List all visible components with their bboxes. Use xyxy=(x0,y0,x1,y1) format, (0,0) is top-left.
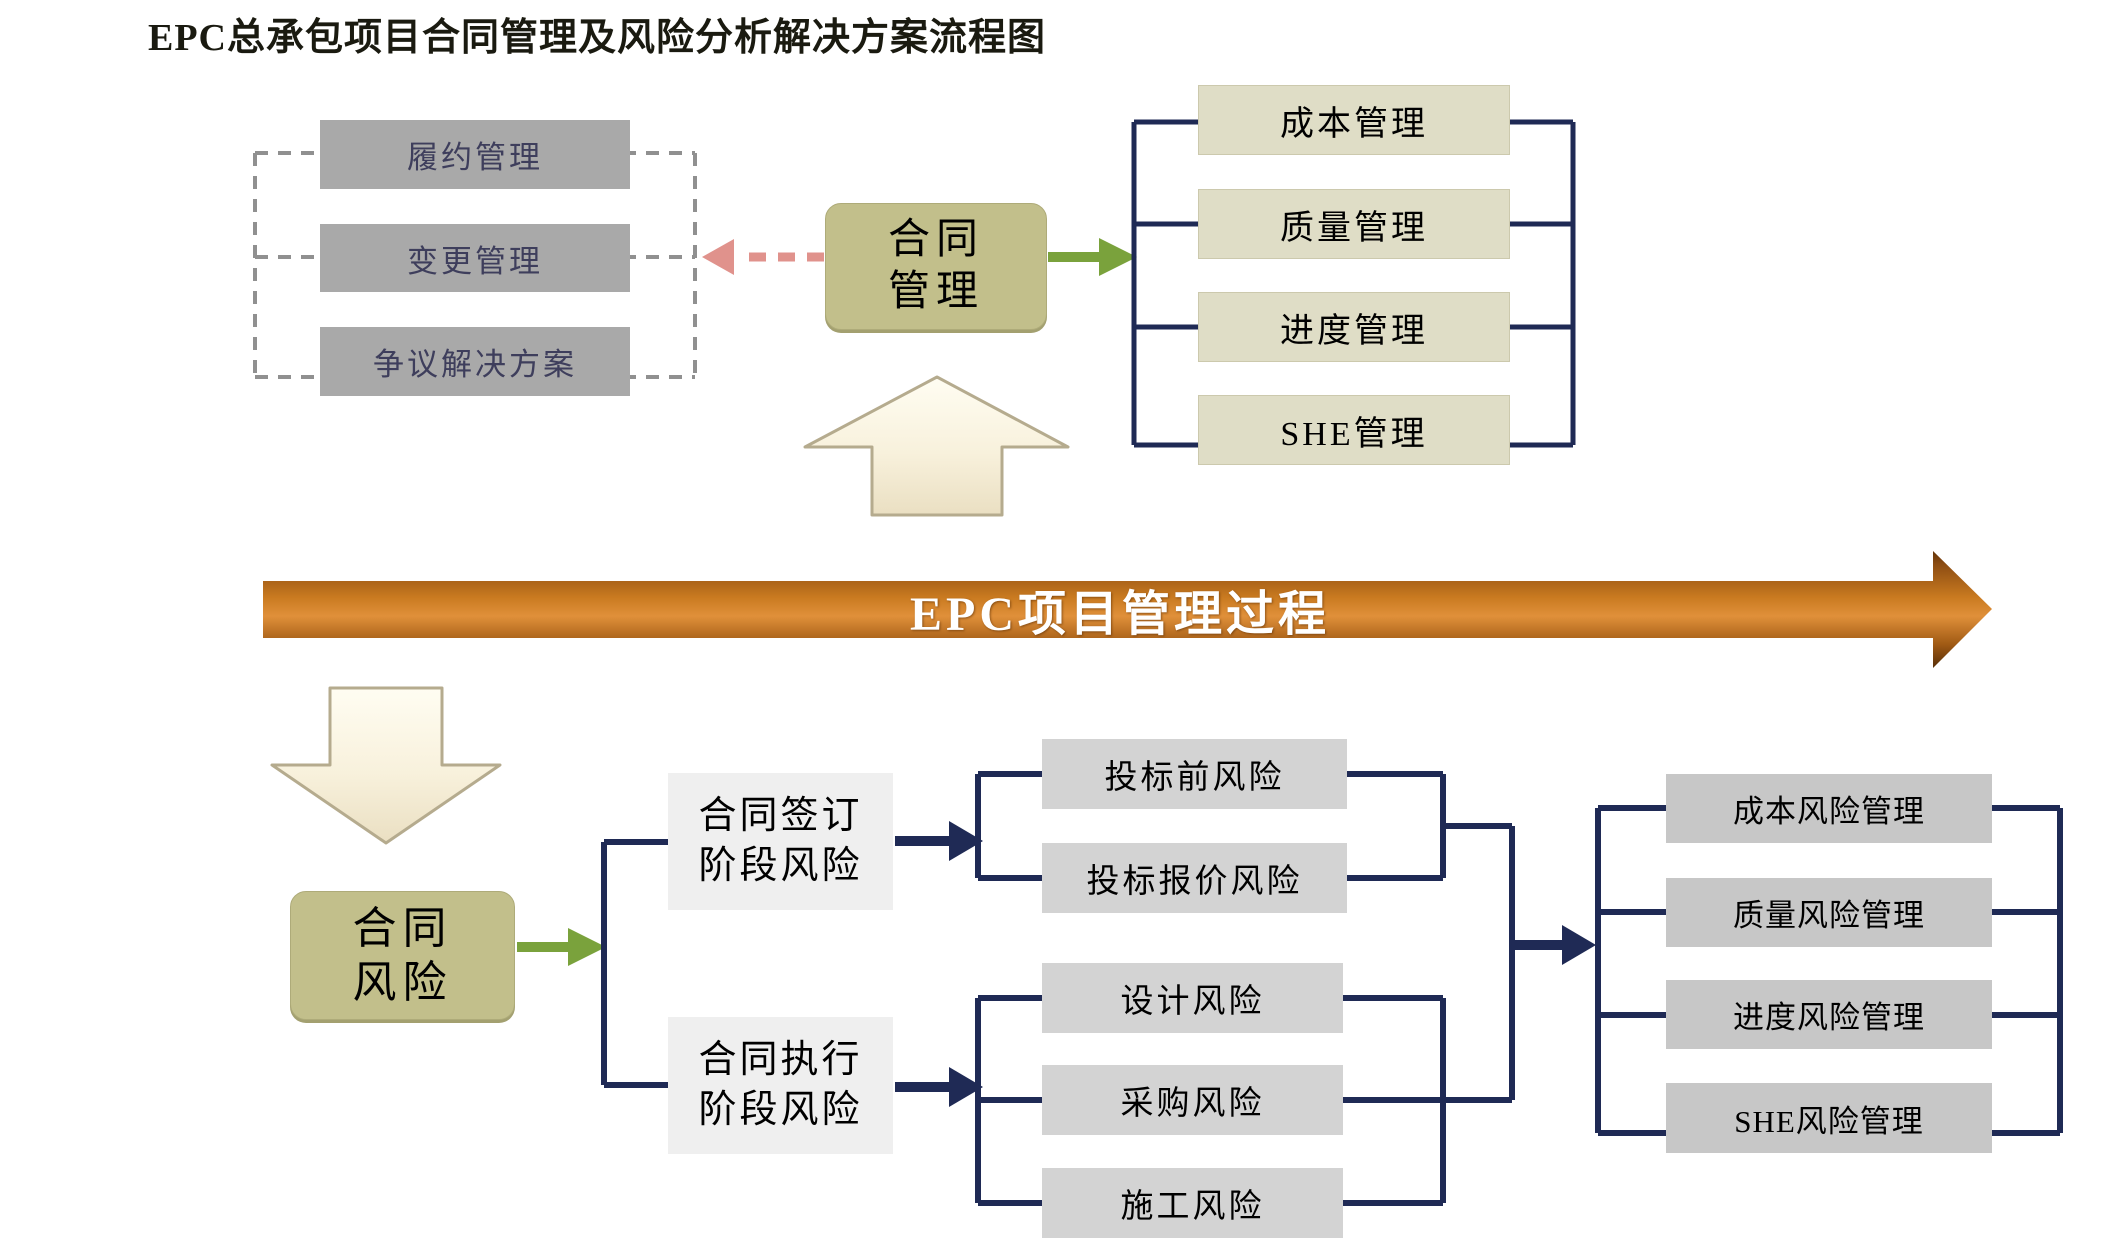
stage-execution-line2: 阶段风险 xyxy=(698,1088,863,1131)
box-she-management: SHE管理 xyxy=(1198,395,1510,465)
navy-bracket-riskmgmt-right xyxy=(1992,805,2063,1136)
box-design-risk: 设计风险 xyxy=(1042,963,1343,1033)
box-construction-risk: 施工风险 xyxy=(1042,1168,1343,1238)
navy-bracket-signing xyxy=(975,771,1512,881)
box-cost-management: 成本管理 xyxy=(1198,85,1510,155)
box-quality-management: 质量管理 xyxy=(1198,189,1510,259)
hub-contract-risk-line2: 风险 xyxy=(352,957,453,1007)
box-prebid-risk: 投标前风险 xyxy=(1042,739,1347,809)
down-arrow-icon xyxy=(270,686,502,845)
navy-arrow-signing-icon xyxy=(895,821,983,861)
box-dispute-resolution: 争议解决方案 xyxy=(320,327,630,396)
process-arrow-label: EPC项目管理过程 xyxy=(909,588,1330,641)
stage-execution-line1: 合同执行 xyxy=(698,1039,863,1082)
box-quality-risk-management: 质量风险管理 xyxy=(1666,878,1992,947)
page-title: EPC总承包项目合同管理及风险分析解决方案流程图 xyxy=(148,17,1047,59)
process-arrow-icon xyxy=(263,551,1992,668)
navy-arrow-riskmgmt-icon xyxy=(1512,925,1596,965)
box-procurement-risk: 采购风险 xyxy=(1042,1065,1343,1135)
navy-bracket-riskmgmt-left xyxy=(1595,805,1666,1136)
navy-bracket-top-left xyxy=(1131,119,1198,448)
navy-arrow-execution-icon xyxy=(895,1067,983,1107)
box-contract-execution-stage-risk: 合同执行 阶段风险 xyxy=(668,1017,893,1154)
box-bid-pricing-risk: 投标报价风险 xyxy=(1042,843,1347,913)
box-she-risk-management: SHE风险管理 xyxy=(1666,1083,1992,1153)
stage-signing-line1: 合同签订 xyxy=(698,795,863,838)
hub-contract-management-line1: 合同 xyxy=(887,217,984,264)
hub-contract-management: 合同 管理 xyxy=(825,203,1047,330)
navy-bracket-stages xyxy=(601,839,668,1088)
hub-contract-risk: 合同 风险 xyxy=(290,891,515,1020)
stage-signing-line2: 阶段风险 xyxy=(698,844,863,887)
hub-contract-management-line2: 管理 xyxy=(887,268,984,315)
box-schedule-risk-management: 进度风险管理 xyxy=(1666,980,1992,1049)
box-cost-risk-management: 成本风险管理 xyxy=(1666,774,1992,843)
hub-contract-risk-line1: 合同 xyxy=(352,903,453,953)
box-performance-management: 履约管理 xyxy=(320,120,630,189)
box-change-management: 变更管理 xyxy=(320,224,630,292)
green-arrow-top-icon xyxy=(1048,238,1137,276)
box-contract-signing-stage-risk: 合同签订 阶段风险 xyxy=(668,773,893,910)
navy-bracket-top-right xyxy=(1510,119,1576,448)
green-arrow-bottom-icon xyxy=(517,928,606,966)
navy-bracket-execution xyxy=(975,995,1512,1206)
pink-dashed-arrow-icon xyxy=(702,239,824,275)
up-arrow-icon xyxy=(803,375,1070,517)
box-schedule-management: 进度管理 xyxy=(1198,292,1510,362)
